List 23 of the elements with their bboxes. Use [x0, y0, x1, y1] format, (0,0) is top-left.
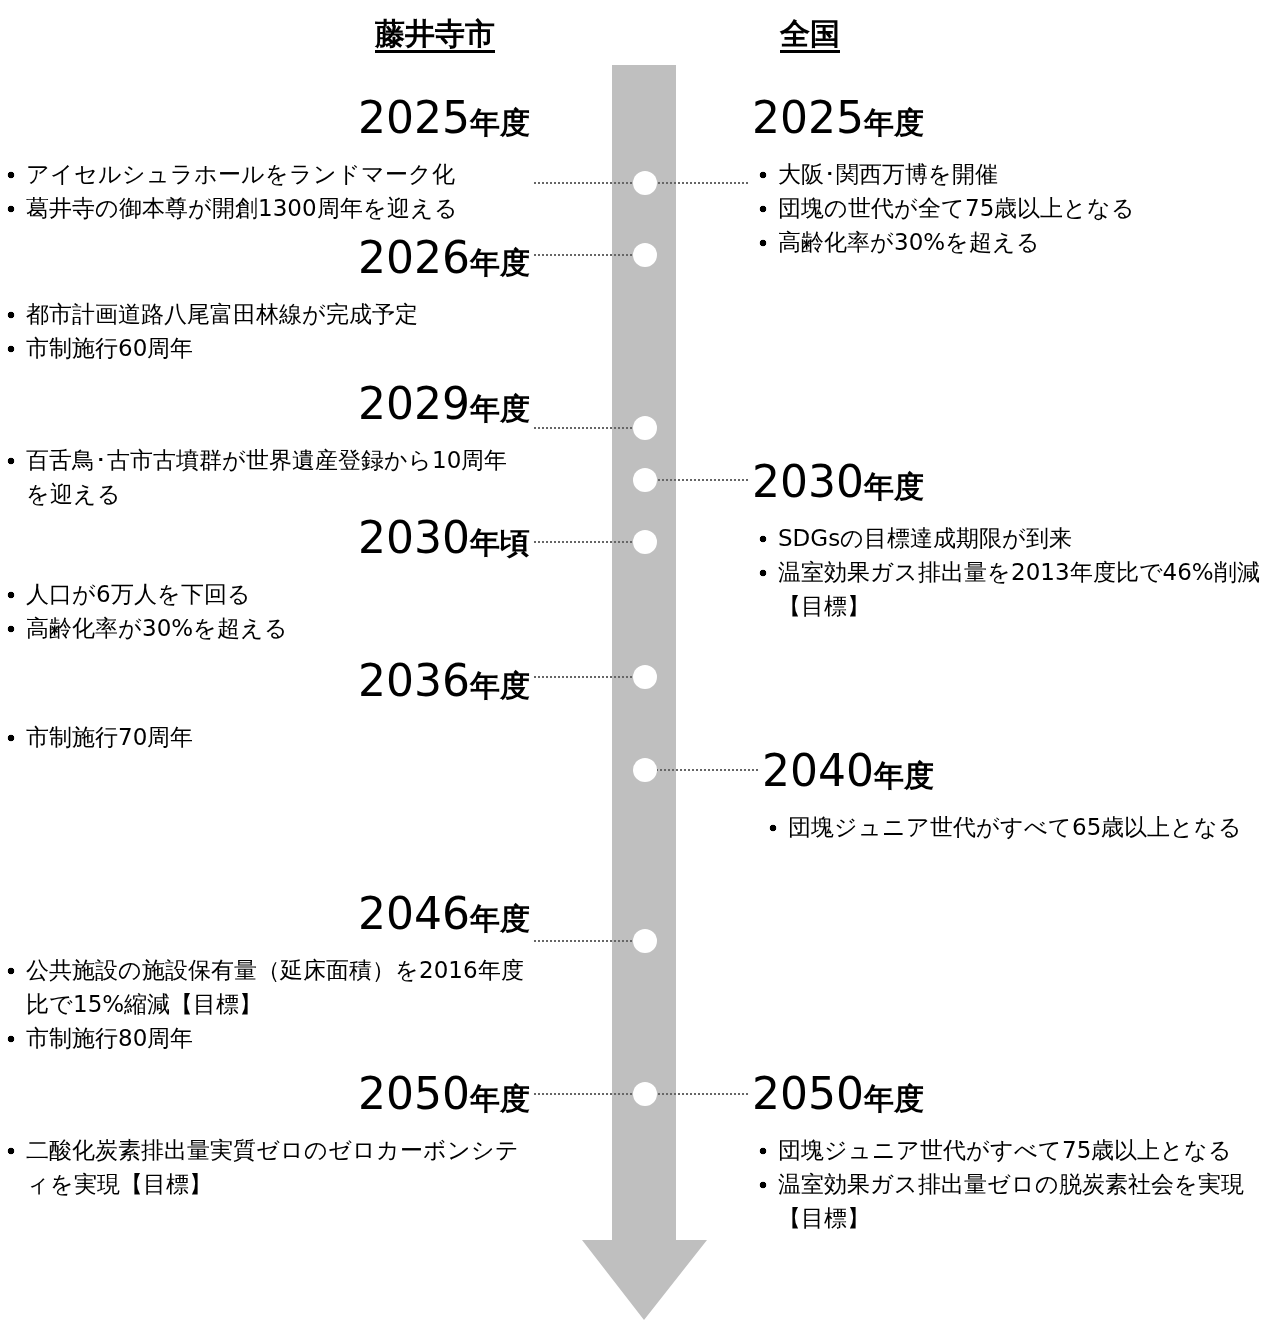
year-heading: 2030年頃 [357, 512, 530, 565]
leader-line [533, 676, 634, 678]
leader-line [656, 182, 749, 184]
year-heading: 2025年度 [752, 92, 925, 145]
year-heading: 2046年度 [357, 888, 530, 941]
leader-line [656, 1093, 749, 1095]
year-heading: 2026年度 [357, 232, 530, 285]
leader-line [533, 940, 634, 942]
year-heading: 2029年度 [357, 378, 530, 431]
year-heading: 2040年度 [762, 745, 935, 798]
year-heading: 2036年度 [357, 655, 530, 708]
leader-line [533, 427, 634, 429]
leader-line [533, 254, 634, 256]
leader-line [656, 479, 749, 481]
year-heading: 2025年度 [357, 92, 530, 145]
column-heading: 藤井寺市 [375, 15, 495, 53]
leader-line [533, 182, 634, 184]
year-heading: 2050年度 [357, 1068, 530, 1121]
column-heading: 全国 [780, 15, 840, 53]
year-heading: 2030年度 [752, 456, 925, 509]
leader-line [533, 1093, 634, 1095]
year-heading: 2050年度 [752, 1068, 925, 1121]
leader-line [533, 541, 634, 543]
